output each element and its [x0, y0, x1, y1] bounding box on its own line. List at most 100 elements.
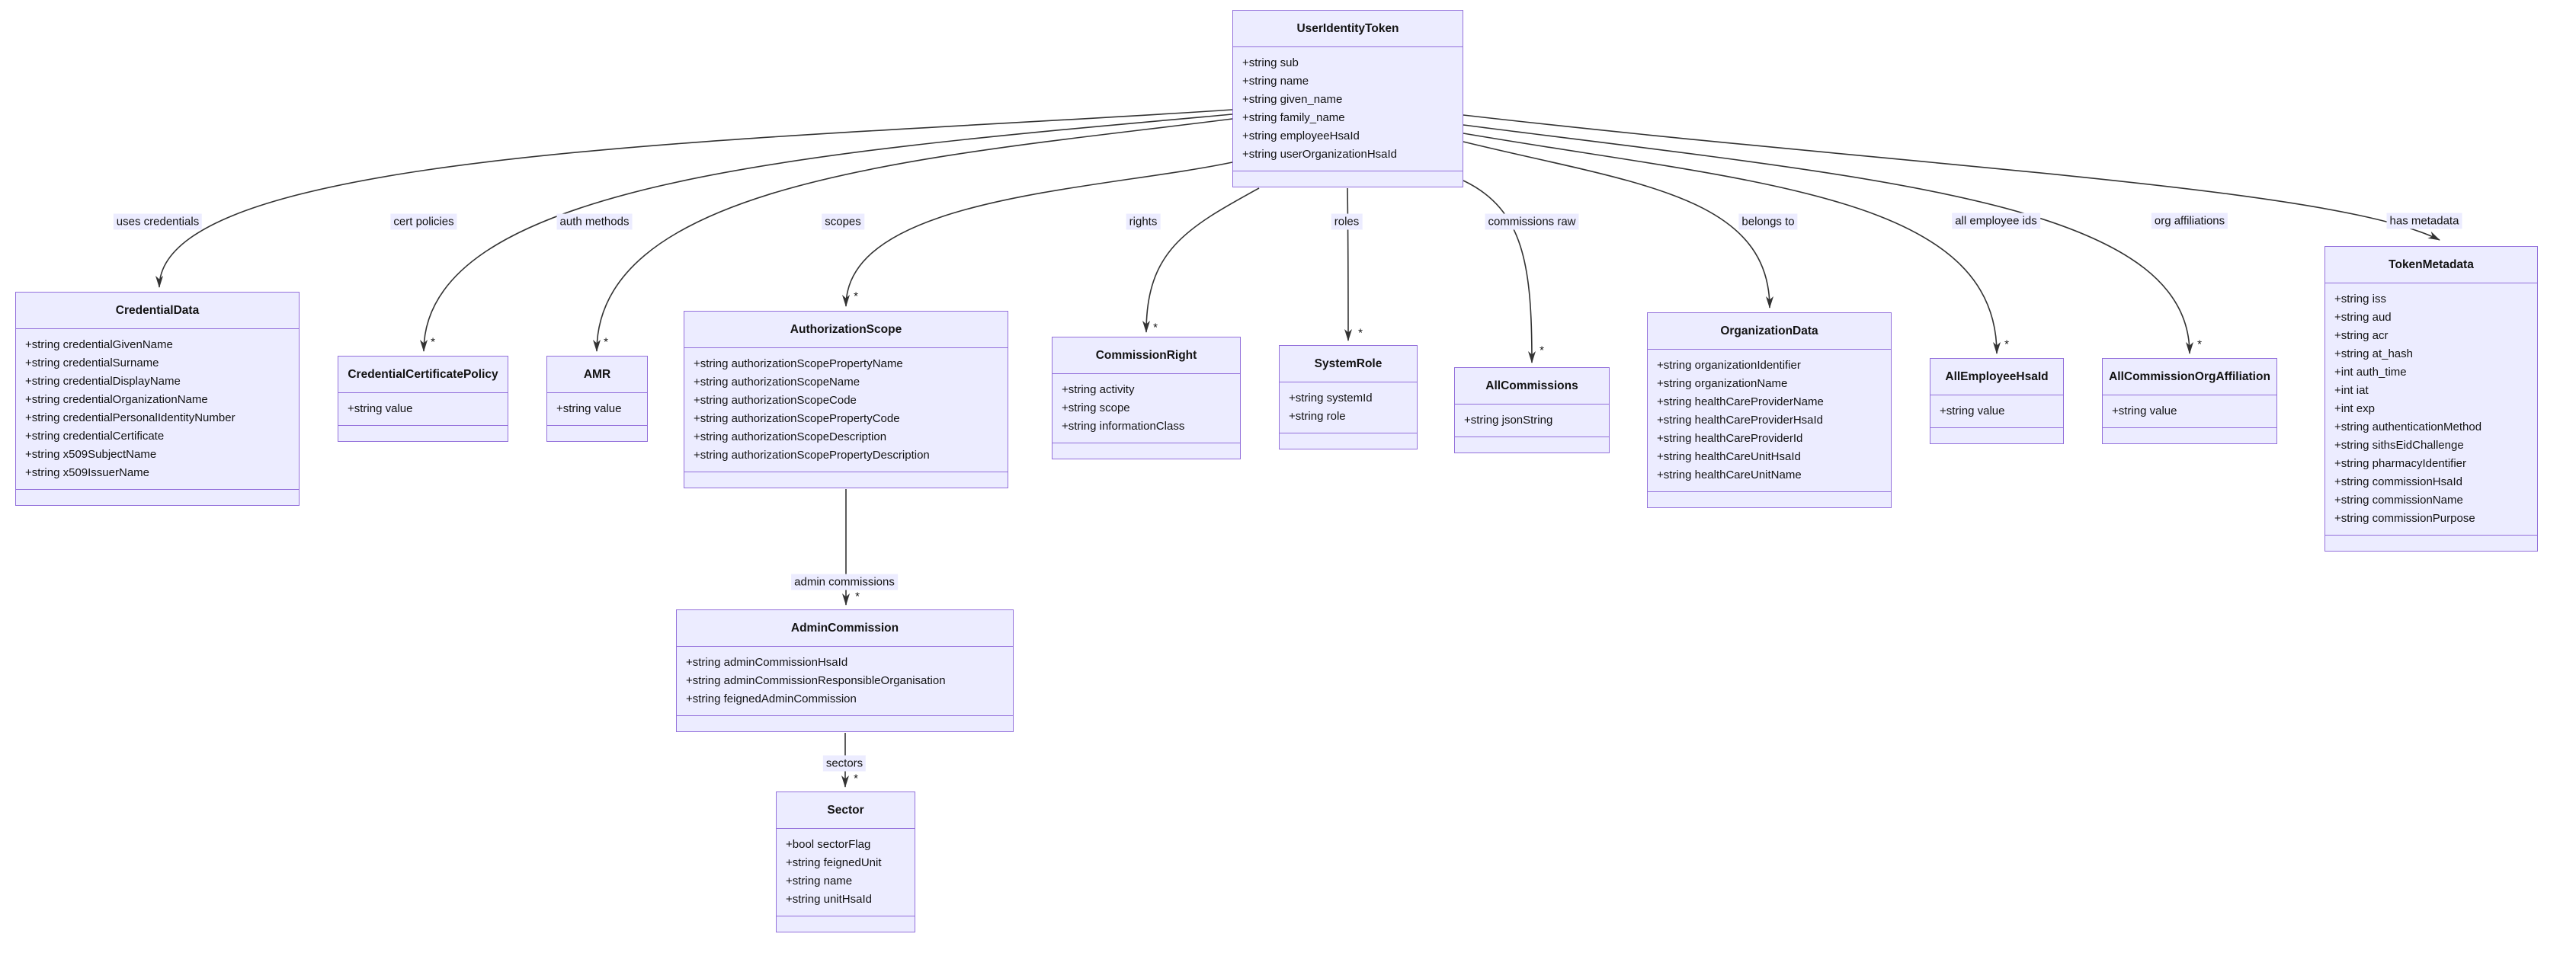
class-methods: [684, 472, 1008, 488]
edge-label-commissions-raw: commissions raw: [1485, 213, 1579, 230]
edge-label-all-employee-ids: all employee ids: [1952, 213, 2040, 229]
class-attribute: +string aud: [2334, 311, 2392, 324]
class-attribute: +string informationClass: [1062, 420, 1185, 433]
class-attribute: +string credentialSurname: [25, 357, 159, 369]
class-attributes: +string authorizationScopePropertyName +s…: [684, 348, 1008, 472]
edge-cardinality-admin-commissions: *: [855, 590, 860, 603]
class-attribute: +int auth_time: [2334, 366, 2407, 379]
edge-cardinality-cert-policies: *: [431, 335, 435, 349]
edge-label-scopes: scopes: [822, 213, 864, 230]
class-attribute: +string healthCareProviderHsaId: [1657, 414, 1824, 427]
class-methods: [1233, 171, 1463, 187]
class-attribute: +string healthCareUnitHsaId: [1657, 450, 1801, 463]
class-title: AuthorizationScope: [684, 312, 1008, 348]
class-attribute: +string authorizationScopePropertyName: [694, 357, 903, 370]
edge-commissions-raw: [1463, 180, 1536, 363]
class-attribute: +string sithsEidChallenge: [2334, 439, 2464, 452]
class-methods: [1053, 443, 1240, 459]
class-attribute: +string feignedAdminCommission: [686, 692, 857, 705]
class-attribute: +string authorizationScopeName: [694, 376, 860, 389]
class-attributes: +string systemId+string role: [1280, 382, 1417, 433]
class-attributes: +string credentialGivenName+string crede…: [16, 329, 299, 490]
class-attribute: +string value: [1940, 405, 2005, 417]
edge-label-rights: rights: [1126, 213, 1161, 230]
class-attribute: +string value: [348, 402, 413, 415]
class-amr: AMR +string value: [546, 356, 648, 442]
class-attribute: +int exp: [2334, 402, 2375, 415]
edge-label-has-metadata: has metadata: [2386, 213, 2462, 229]
class-attributes: +string adminCommissionHsaId+string admi…: [677, 647, 1013, 716]
edge-label-admin-commissions: admin commissions: [791, 574, 898, 590]
class-attribute: +string credentialPersonalIdentityNumber: [25, 411, 235, 424]
edge-label-auth-methods: auth methods: [556, 213, 633, 230]
class-admin-commission: AdminCommission +string adminCommissionH…: [676, 609, 1014, 732]
class-title: TokenMetadata: [2325, 247, 2537, 283]
class-attribute: +string credentialCertificate: [25, 430, 165, 443]
class-attribute: +string iss: [2334, 293, 2386, 305]
class-attribute: +int iat: [2334, 384, 2369, 397]
class-attribute: +string employeeHsaId: [1242, 130, 1360, 142]
class-attributes: +string iss +string aud +string acr +string…: [2325, 283, 2537, 536]
class-title: AllCommissionOrgAffiliation: [2103, 359, 2276, 395]
edge-cardinality-all-employee-ids: *: [2004, 337, 2009, 351]
class-attribute: +string credentialDisplayName: [25, 375, 181, 388]
class-organization-data: OrganizationData +string organizationIde…: [1647, 312, 1892, 508]
class-methods: [1648, 492, 1891, 507]
class-title: AllCommissions: [1455, 368, 1609, 405]
class-attribute: +string sub: [1242, 56, 1299, 69]
class-attribute: +string x509IssuerName: [25, 466, 149, 479]
class-attributes: +string activity+string scope+string inf…: [1053, 374, 1240, 443]
class-attribute: +string commissionName: [2334, 494, 2463, 507]
class-attribute: +string healthCareProviderName: [1657, 395, 1824, 408]
class-attribute: +string adminCommissionResponsibleOrgani…: [686, 674, 946, 687]
edge-label-uses-credentials: uses credentials: [113, 213, 203, 230]
class-title: AMR: [547, 357, 647, 393]
class-attribute: +string activity: [1062, 383, 1135, 396]
class-attribute: +string userOrganizationHsaId: [1242, 148, 1398, 161]
class-attribute: +string healthCareProviderId: [1657, 432, 1803, 445]
class-all-commissions: AllCommissions +string jsonString: [1454, 367, 1610, 453]
class-attributes: +string organizationIdentifier+string or…: [1648, 350, 1891, 492]
edge-rights: [1142, 187, 1260, 333]
class-title: Sector: [777, 792, 915, 829]
class-methods: [2325, 536, 2537, 551]
class-attribute: +string authorizationScopePropertyCode: [694, 412, 900, 425]
edge-cardinality-sectors: *: [854, 772, 858, 785]
class-attribute: +bool sectorFlag: [786, 838, 871, 851]
class-attributes: +string sub+string name+string given_nam…: [1233, 47, 1463, 171]
class-attribute: +string value: [556, 402, 622, 415]
class-credential-certificate-policy: CredentialCertificatePolicy +string valu…: [338, 356, 508, 442]
class-attribute: +string systemId: [1289, 392, 1373, 405]
class-attribute: +string commissionPurpose: [2334, 512, 2475, 525]
class-attribute: +string pharmacyIdentifier: [2334, 457, 2466, 470]
class-attribute: +string x509SubjectName: [25, 448, 157, 461]
class-authorization-scope: AuthorizationScope +string authorization…: [684, 311, 1008, 488]
class-system-role: SystemRole +string systemId+string role: [1279, 345, 1418, 449]
edge-scopes: [842, 162, 1233, 307]
edge-roles: [1344, 187, 1352, 341]
class-attribute: +string organizationName: [1657, 377, 1788, 390]
edge-label-roles: roles: [1331, 213, 1363, 230]
class-methods: [1280, 433, 1417, 449]
class-title: UserIdentityToken: [1233, 11, 1463, 47]
class-methods: [547, 426, 647, 441]
class-attributes: +string value: [547, 393, 647, 426]
class-attribute: +string credentialOrganizationName: [25, 393, 208, 406]
class-attribute: +string authorizationScopeDescription: [694, 430, 887, 443]
class-attribute: +string unitHsaId: [786, 893, 872, 906]
class-attribute: +string commissionHsaId: [2334, 475, 2462, 488]
edge-label-org-affiliations: org affiliations: [2151, 213, 2228, 229]
class-attribute: +string name: [1242, 75, 1309, 88]
class-token-metadata: TokenMetadata +string iss+string aud+str…: [2324, 246, 2538, 552]
edge-cardinality-scopes: *: [854, 289, 858, 303]
class-attribute: +string acr: [2334, 329, 2389, 342]
class-title: AdminCommission: [677, 610, 1013, 647]
edge-cardinality-org-affiliations: *: [2197, 337, 2202, 351]
class-commission-right: CommissionRight +string activity+string …: [1052, 337, 1241, 459]
edge-cardinality-roles: *: [1358, 326, 1363, 340]
edge-cardinality-auth-methods: *: [604, 335, 608, 349]
class-attributes: +string jsonString: [1455, 405, 1609, 437]
class-methods: [2103, 428, 2276, 443]
class-attribute: +string feignedUnit: [786, 856, 882, 869]
